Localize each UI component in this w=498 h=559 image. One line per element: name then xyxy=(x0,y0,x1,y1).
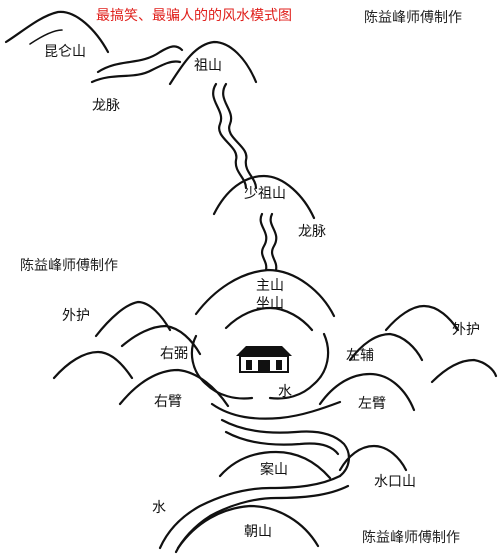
label-waihu-right: 外护 xyxy=(452,322,480,338)
diagram-title: 最搞笑、最骗人的的风水模式图 xyxy=(96,8,292,24)
watermark-bottom-right: 陈益峰师傅制作 xyxy=(362,530,460,546)
shaozushan-mountain xyxy=(212,174,316,220)
label-youbi-arm: 右臂 xyxy=(154,394,182,410)
kunlun-mountain xyxy=(4,10,110,54)
kunlun-inner-ridge xyxy=(29,29,63,45)
dragon-vein-1b xyxy=(90,60,182,84)
shuikoushan-mountain xyxy=(338,444,408,472)
water-outflow xyxy=(158,474,342,550)
label-kunlun: 昆仑山 xyxy=(44,44,86,60)
water-outflow-b xyxy=(174,484,350,554)
label-shui-center: 水 xyxy=(278,384,292,400)
waihu-left-2 xyxy=(52,350,134,380)
dragon-vein-2 xyxy=(212,82,248,190)
waihu-right-3 xyxy=(430,358,498,384)
watermark-top-right: 陈益峰师傅制作 xyxy=(364,10,462,26)
label-shuikoushan: 水口山 xyxy=(374,474,416,490)
dragon-vein-3 xyxy=(259,212,268,272)
label-zuobi-arm: 左臂 xyxy=(358,396,386,412)
label-zushan: 祖山 xyxy=(194,58,222,74)
zhushan-mountain xyxy=(194,268,336,318)
dragon-vein-1 xyxy=(96,45,184,74)
embrace-left xyxy=(190,334,254,400)
dragon-vein-3b xyxy=(269,212,278,272)
label-anshan: 案山 xyxy=(260,462,288,478)
waihu-right-1 xyxy=(384,304,460,332)
waihu-left-3 xyxy=(120,324,202,356)
waihu-right-2 xyxy=(348,332,424,362)
anshan-mountain xyxy=(218,450,332,480)
zuoshan-mountain xyxy=(224,306,314,332)
zuobi-arm-mountain xyxy=(318,372,416,412)
label-chaoshan: 朝山 xyxy=(244,524,272,540)
label-shui-bottom: 水 xyxy=(152,500,166,516)
dragon-vein-2b xyxy=(222,82,258,190)
label-youbi: 右弼 xyxy=(160,346,188,362)
house-icon xyxy=(236,346,292,373)
embrace-right xyxy=(268,332,330,400)
water-lower xyxy=(220,418,350,478)
label-zuofu: 左辅 xyxy=(346,348,374,364)
label-zhushan: 主山 xyxy=(256,278,284,294)
label-longmai-1: 龙脉 xyxy=(92,98,120,114)
zushan-mountain xyxy=(168,40,258,86)
watermark-mid-left: 陈益峰师傅制作 xyxy=(20,258,118,274)
water-lower-b xyxy=(224,430,340,456)
label-longmai-2: 龙脉 xyxy=(298,224,326,240)
label-zuoshan: 坐山 xyxy=(256,296,284,312)
chaoshan-mountain xyxy=(176,504,320,550)
water-upper xyxy=(210,400,342,420)
waihu-left-1 xyxy=(94,300,172,338)
label-shaozushan: 少祖山 xyxy=(244,186,286,202)
label-waihu-left: 外护 xyxy=(62,308,90,324)
